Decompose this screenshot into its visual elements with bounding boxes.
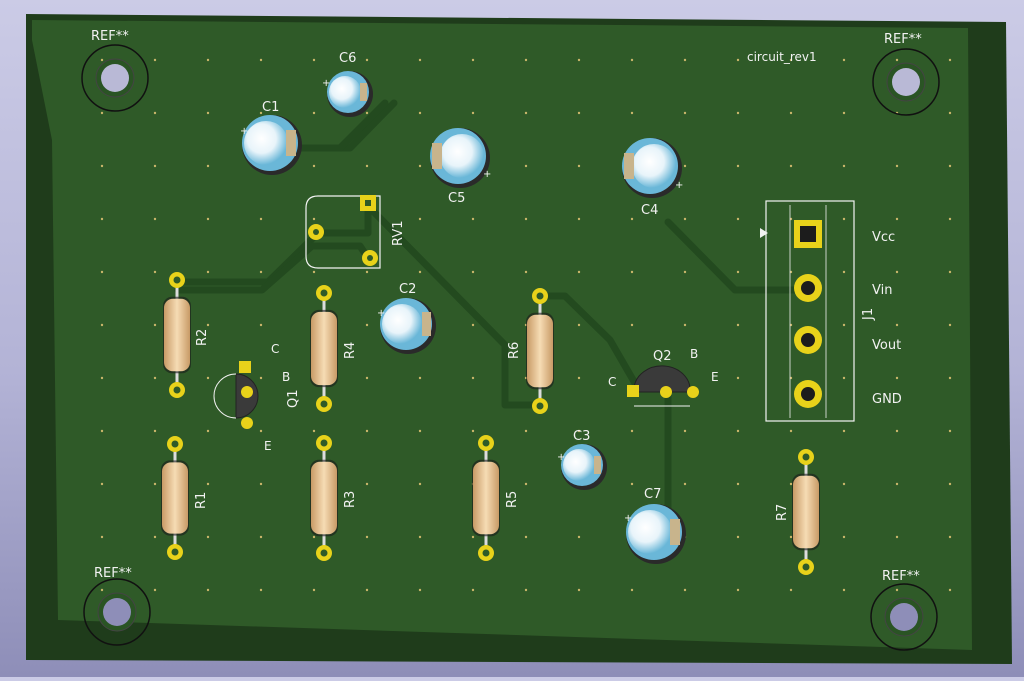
potentiometer: RV1 — [305, 195, 406, 269]
capacitor: + C7 — [624, 487, 686, 564]
capacitor: + C2 — [377, 282, 436, 354]
transistor-ref: Q2 — [653, 349, 672, 364]
capacitor-ref: C3 — [573, 429, 590, 444]
resistor: R6 — [507, 288, 554, 414]
transistor-pin-label: E — [711, 370, 719, 384]
svg-text:+: + — [557, 452, 565, 463]
resistor: R2 — [163, 272, 210, 398]
resistor-ref: R5 — [505, 491, 520, 508]
capacitor-ref: C6 — [339, 51, 356, 66]
transistor: Q2 C B E — [608, 347, 719, 407]
ref-label: REF** — [882, 569, 920, 584]
svg-text:+: + — [483, 169, 491, 180]
resistor-ref: R2 — [195, 329, 210, 346]
resistor: R3 — [310, 435, 358, 561]
resistor-ref: R1 — [194, 492, 209, 509]
ref-label: REF** — [884, 32, 922, 47]
capacitor: + C6 — [322, 51, 373, 117]
transistor: C B E Q1 — [213, 342, 301, 453]
connector-pin-label: GND — [872, 392, 902, 407]
transistor-pin-label: B — [282, 370, 290, 384]
capacitor-ref: C2 — [399, 282, 416, 297]
capacitor: + C1 — [240, 100, 302, 175]
svg-text:+: + — [240, 126, 248, 137]
transistor-pin-label: B — [690, 347, 698, 361]
capacitor: + C5 — [430, 128, 491, 206]
svg-text:+: + — [377, 308, 385, 319]
board-surface — [32, 20, 972, 650]
ref-label: REF** — [94, 566, 132, 581]
capacitor-ref: C4 — [641, 203, 658, 218]
resistor: R4 — [310, 285, 358, 412]
capacitor-ref: C1 — [262, 100, 279, 115]
connector-ref: J1 — [861, 308, 876, 321]
svg-text:+: + — [675, 180, 683, 191]
resistor-ref: R3 — [343, 491, 358, 508]
resistor-ref: R6 — [507, 342, 522, 359]
resistor: R5 — [472, 435, 520, 561]
mounting-hole — [81, 44, 149, 112]
transistor-ref: Q1 — [286, 389, 301, 408]
transistor-pin-label: E — [264, 439, 272, 453]
mounting-hole — [872, 48, 940, 116]
transistor-pin-label: C — [608, 375, 616, 389]
capacitor: + C4 — [622, 138, 683, 218]
connector-pin-label: Vout — [872, 338, 901, 353]
resistor-ref: R4 — [343, 342, 358, 359]
resistor-ref: R7 — [775, 504, 790, 521]
board-title: circuit_rev1 — [747, 50, 817, 64]
svg-text:+: + — [624, 513, 632, 524]
capacitor-ref: C7 — [644, 487, 661, 502]
resistor: R1 — [161, 436, 209, 560]
mounting-hole — [870, 583, 938, 651]
potentiometer-ref: RV1 — [391, 221, 406, 247]
resistor: R7 — [775, 449, 820, 575]
ref-label: REF** — [91, 29, 129, 44]
capacitor-ref: C5 — [448, 191, 465, 206]
svg-text:+: + — [322, 78, 330, 89]
connector-pin-label: Vcc — [872, 230, 895, 245]
connector: Vcc Vin Vout GND J1 — [760, 200, 902, 422]
transistor-pin-label: C — [271, 342, 279, 356]
mounting-hole — [83, 578, 151, 646]
capacitor: + C3 — [557, 429, 607, 490]
connector-pin-label: Vin — [872, 283, 892, 298]
